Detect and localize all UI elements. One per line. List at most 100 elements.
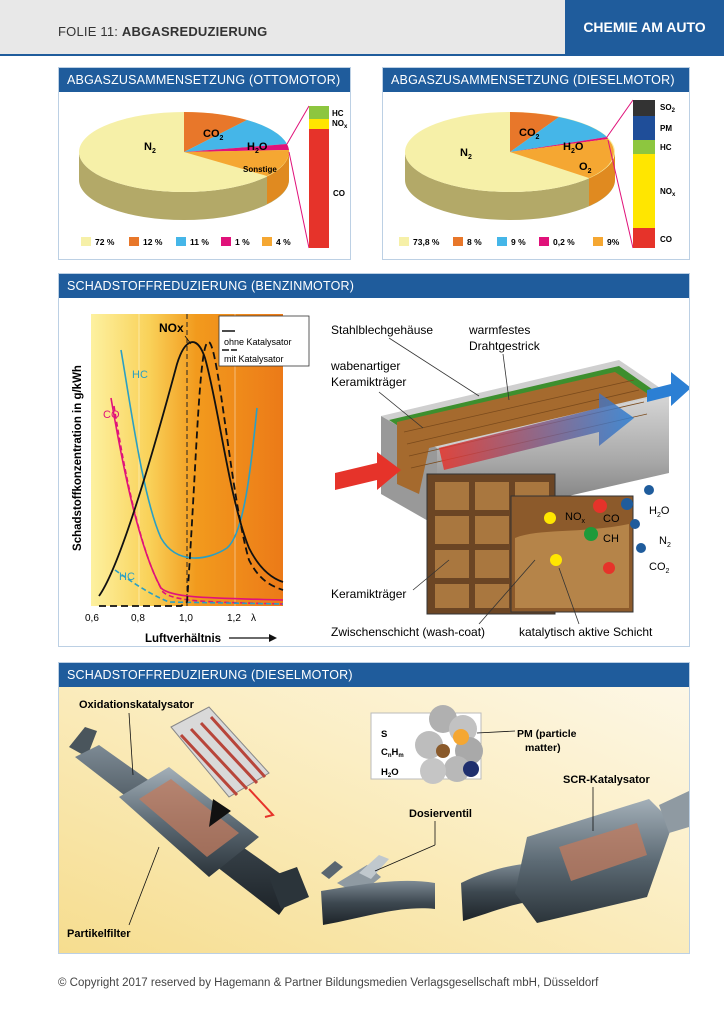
- dosier-pipe: [321, 880, 435, 925]
- otto-connector-top: [286, 105, 310, 145]
- cat-pointer-aktiv: [558, 567, 580, 625]
- cat-pointer-gestrick: [502, 353, 510, 401]
- cat-label-n2: N2: [659, 535, 671, 549]
- dosier-bracket: [321, 861, 343, 879]
- otto-pie-chart: N2 CO2 H2O Sonstige HC NOx CO 72 % 12 % …: [79, 105, 348, 249]
- otto-panel: ABGASZUSAMMENSETZUNG (OTTOMOTOR) N2 CO2 …: [58, 67, 351, 260]
- otto-slice-co2: [184, 112, 247, 152]
- diesel-label-o2: O2: [579, 161, 592, 175]
- molecule-blue-4: [636, 543, 646, 553]
- diesel-legend-swatch-3: [539, 237, 549, 246]
- diesel-legend-swatch-4: [593, 237, 603, 246]
- diesel-pie-side: [405, 152, 615, 220]
- oxikat-outlet: [269, 867, 309, 909]
- otto-slice-rest: [184, 144, 289, 152]
- otto-legend-value-2: 11 %: [190, 237, 209, 247]
- catalyst-illustration: NOx CO CH H2O N2 CO2 Stahlblechgehäuse w…: [330, 323, 689, 639]
- benzin-legend-box: [218, 315, 310, 367]
- pointer-oxikat: [128, 712, 134, 776]
- diesel-legend-value-0: 73,8 %: [413, 237, 440, 247]
- diesel-label-n2: N2: [460, 147, 472, 161]
- cat-label-ch: CH: [603, 533, 619, 545]
- diesel-pie-side-o2: [589, 152, 615, 206]
- molecule-ch-green: [584, 527, 598, 541]
- pm-label-s: S: [381, 729, 387, 740]
- cat-label-co: CO: [603, 513, 620, 525]
- benzin-tick-06: 0,6: [85, 613, 99, 624]
- diesel-legend-value-3: 0,2 %: [553, 237, 575, 247]
- cat-label-gehaeuse: Stahlblechgehäuse: [331, 323, 433, 337]
- cat-label-nox: NOx: [565, 511, 586, 525]
- benzin-legend-without: ohne Katalysator: [224, 337, 292, 347]
- copyright-footer: © Copyright 2017 reserved by Hagemann & …: [58, 977, 599, 989]
- otto-bar-hc: [309, 106, 329, 119]
- inset-arrow: [248, 788, 275, 818]
- diesel-bar-label-nox: NOx: [660, 187, 676, 198]
- diesel-legend-value-1: 8 %: [467, 237, 482, 247]
- inset-block: [170, 706, 270, 798]
- catalyst-washcoat: [515, 524, 629, 608]
- benzin-tick-12: 1,2: [227, 613, 241, 624]
- dieselred-panel-title: SCHADSTOFFREDUZIERUNG (DIESELMOTOR): [59, 663, 689, 687]
- cat-label-waben-2: Keramikträger: [331, 375, 406, 389]
- diesel-label-co2: CO2: [519, 127, 540, 141]
- otto-label-h2o: H2O: [247, 141, 268, 155]
- benzin-x-arrow-head: [269, 634, 277, 642]
- molecule-blue-3: [630, 519, 640, 529]
- diesel-legend-swatch-1: [453, 237, 463, 246]
- cat-label-co2: CO2: [649, 561, 670, 575]
- otto-panel-title: ABGASZUSAMMENSETZUNG (OTTOMOTOR): [59, 68, 350, 92]
- pm-sphere-6: [415, 731, 443, 759]
- dieselred-dosing-assembly: [321, 855, 435, 925]
- otto-legend-value-3: 1 %: [235, 237, 250, 247]
- molecule-blue-2: [644, 485, 654, 495]
- benzin-tick-lambda: λ: [251, 613, 256, 624]
- pm-water: [463, 761, 479, 777]
- diesel-panel: ABGASZUSAMMENSETZUNG (DIESELMOTOR) N2 CO…: [382, 67, 690, 260]
- benzin-curve-nox: [98, 341, 284, 597]
- cat-label-aktiv: katalytisch aktive Schicht: [519, 625, 653, 639]
- pm-label-1: PM (particle: [517, 728, 577, 740]
- label-scr: SCR-Katalysator: [563, 774, 651, 786]
- otto-label-n2: N2: [144, 141, 156, 155]
- diesel-bar-hc: [633, 140, 655, 154]
- oxikat-inlet-top: [69, 727, 97, 757]
- diesel-legend-swatch-0: [399, 237, 409, 246]
- cat-label-h2o: H2O: [649, 505, 670, 519]
- diesel-slice-co2: [510, 112, 559, 152]
- otto-label-co2: CO2: [203, 128, 224, 142]
- cat-pointer-washcoat: [478, 559, 536, 625]
- benzin-curve-co: [110, 397, 284, 601]
- pm-sulfur: [453, 729, 469, 745]
- otto-legend: 72 % 12 % 11 % 1 % 4 %: [81, 237, 291, 247]
- header-bar: FOLIE 11: ABGASREDUZIERUNG: [0, 0, 565, 54]
- otto-bar-co: [309, 129, 329, 248]
- label-oxikat: Oxidationskatalysator: [79, 699, 195, 711]
- slide-title-text: ABGASREDUZIERUNG: [121, 24, 268, 39]
- scr-cutaway: [559, 823, 647, 881]
- otto-legend-swatch-2: [176, 237, 186, 246]
- otto-legend-value-0: 72 %: [95, 237, 115, 247]
- diesel-connector-bottom: [607, 139, 634, 249]
- cat-label-waben-1: wabenartiger: [330, 359, 400, 373]
- cat-label-gestrick-1: warmfestes: [468, 323, 530, 337]
- otto-legend-value-4: 4 %: [276, 237, 291, 247]
- otto-legend-swatch-4: [262, 237, 272, 246]
- scr-outlet: [659, 791, 689, 833]
- molecule-active-2: [603, 562, 615, 574]
- otto-connector-bottom: [288, 151, 310, 249]
- cat-label-gestrick-2: Drahtgestrick: [469, 339, 541, 353]
- diesel-bar-label-co: CO: [660, 235, 672, 244]
- inset-pointer: [209, 799, 231, 827]
- header-divider: [0, 54, 724, 56]
- molecule-nox-yellow: [544, 512, 556, 524]
- benzin-tick-08: 0,8: [131, 613, 145, 624]
- diesel-legend-swatch-2: [497, 237, 507, 246]
- diesel-bar-label-so2: SO2: [660, 103, 676, 114]
- benzin-curve-hc-kat: [114, 569, 284, 605]
- brand-box: CHEMIE AM AUTO: [565, 0, 724, 54]
- label-partikel: Partikelfilter: [67, 928, 131, 940]
- molecule-blue-1: [621, 498, 633, 510]
- diesel-pie-chart: N2 CO2 H2O O2 SO2 PM HC NOx CO 73,8 % 8 …: [399, 99, 676, 249]
- diesel-bar-co: [633, 228, 655, 248]
